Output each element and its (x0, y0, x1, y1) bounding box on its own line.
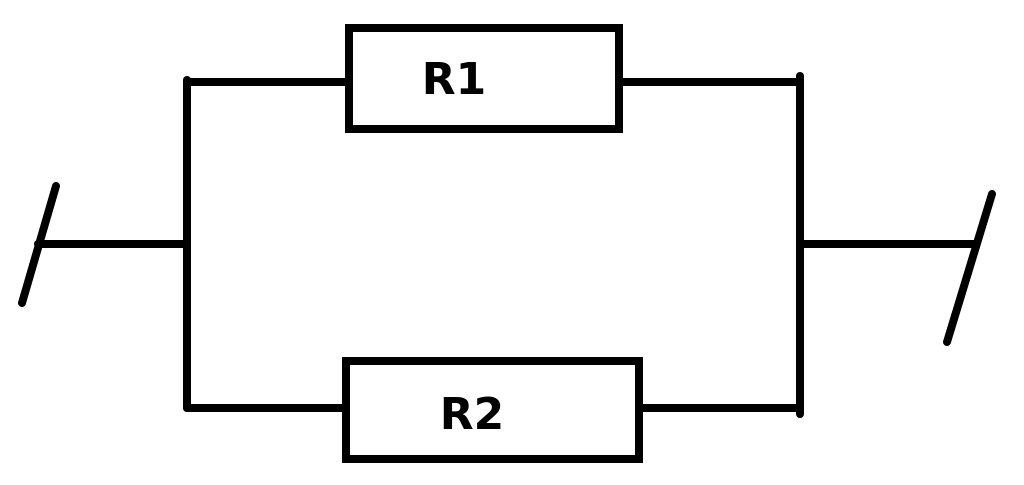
resistor-r1-label: R1 (422, 54, 487, 105)
resistor-r2-label: R2 (440, 389, 505, 440)
resistor-r1 (345, 24, 623, 133)
right-terminal-mark (943, 190, 996, 346)
